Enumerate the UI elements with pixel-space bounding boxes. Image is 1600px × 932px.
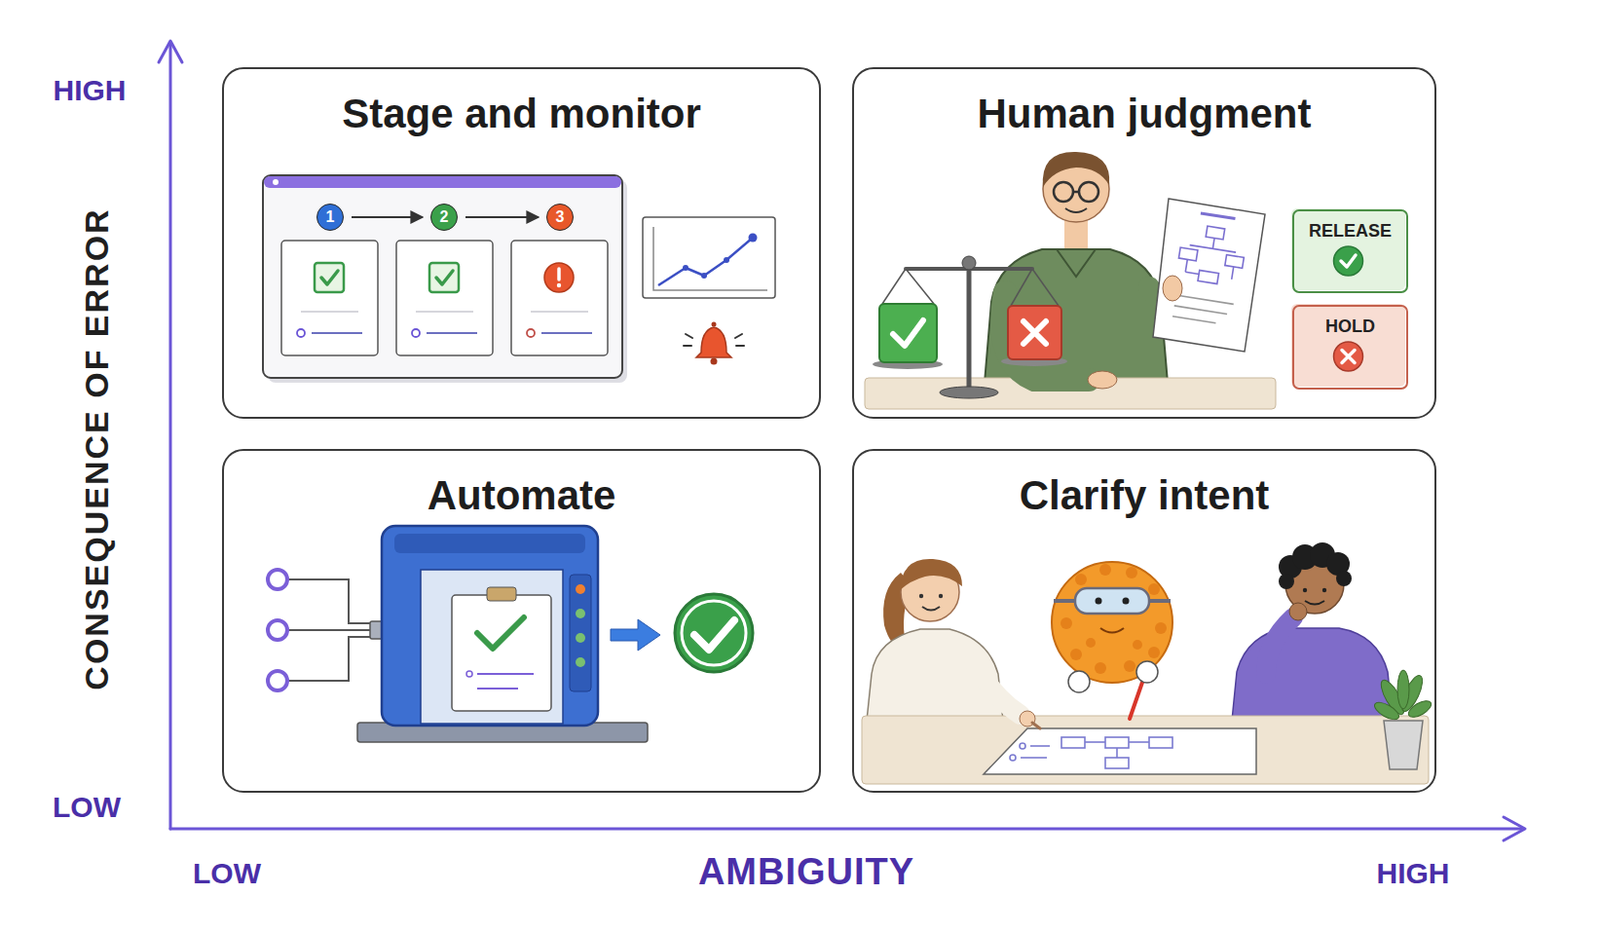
step-number: 3 bbox=[546, 203, 574, 231]
work-table bbox=[861, 715, 1429, 784]
reviewer-figure bbox=[983, 151, 1169, 395]
alert-bell bbox=[683, 322, 745, 366]
trend-chart bbox=[642, 217, 776, 298]
flow-arrow bbox=[465, 216, 539, 219]
axis-end-label: HIGH bbox=[1376, 856, 1451, 890]
decision-tag: HOLD bbox=[1292, 304, 1409, 390]
tag-label: HOLD bbox=[1294, 306, 1407, 337]
step-number: 2 bbox=[430, 203, 458, 231]
reviewer-arm bbox=[1002, 287, 1179, 389]
axis-title: CONSEQUENCE OF ERROR bbox=[78, 207, 115, 690]
input-wires bbox=[267, 569, 386, 691]
quadrant-panel: Clarify intent bbox=[852, 448, 1437, 793]
potted-plant bbox=[1372, 669, 1434, 770]
callout-number: 2 bbox=[431, 204, 457, 229]
axes bbox=[158, 40, 1526, 841]
axis-title: AMBIGUITY bbox=[698, 852, 915, 894]
mascot-figure bbox=[1051, 561, 1173, 683]
quadrant-title: Clarify intent bbox=[854, 450, 1435, 520]
automation-machine bbox=[357, 525, 648, 743]
callout-number: 3 bbox=[547, 204, 573, 229]
step-number: 1 bbox=[316, 203, 344, 231]
flowchart-sheet bbox=[1153, 198, 1266, 352]
quadrant-title: Automate bbox=[223, 450, 819, 520]
axis-end-label: LOW bbox=[52, 790, 121, 823]
quadrant-panel: Automate bbox=[222, 448, 821, 793]
woman-figure bbox=[866, 558, 1004, 721]
quadrant-title: Human judgment bbox=[854, 69, 1435, 138]
quadrant-panel: Human judgmentRELEASE HOLD bbox=[852, 67, 1437, 419]
output-check bbox=[610, 594, 753, 672]
decision-tag-fills bbox=[1291, 208, 1406, 387]
flow-arrow bbox=[351, 216, 423, 219]
axis-end-label: HIGH bbox=[53, 74, 127, 107]
tag-label: RELEASE bbox=[1294, 211, 1407, 242]
quadrant-panel: Stage and monitor 1 2 3 bbox=[222, 67, 821, 419]
staged-window bbox=[262, 175, 628, 383]
man-figure bbox=[1231, 542, 1393, 721]
balance-scale bbox=[872, 256, 1068, 399]
decision-tag: RELEASE bbox=[1292, 209, 1409, 294]
axis-end-label: LOW bbox=[192, 856, 261, 890]
callout-number: 1 bbox=[317, 204, 343, 229]
figure-hands bbox=[973, 602, 1307, 729]
quadrant-title: Stage and monitor bbox=[223, 69, 819, 138]
